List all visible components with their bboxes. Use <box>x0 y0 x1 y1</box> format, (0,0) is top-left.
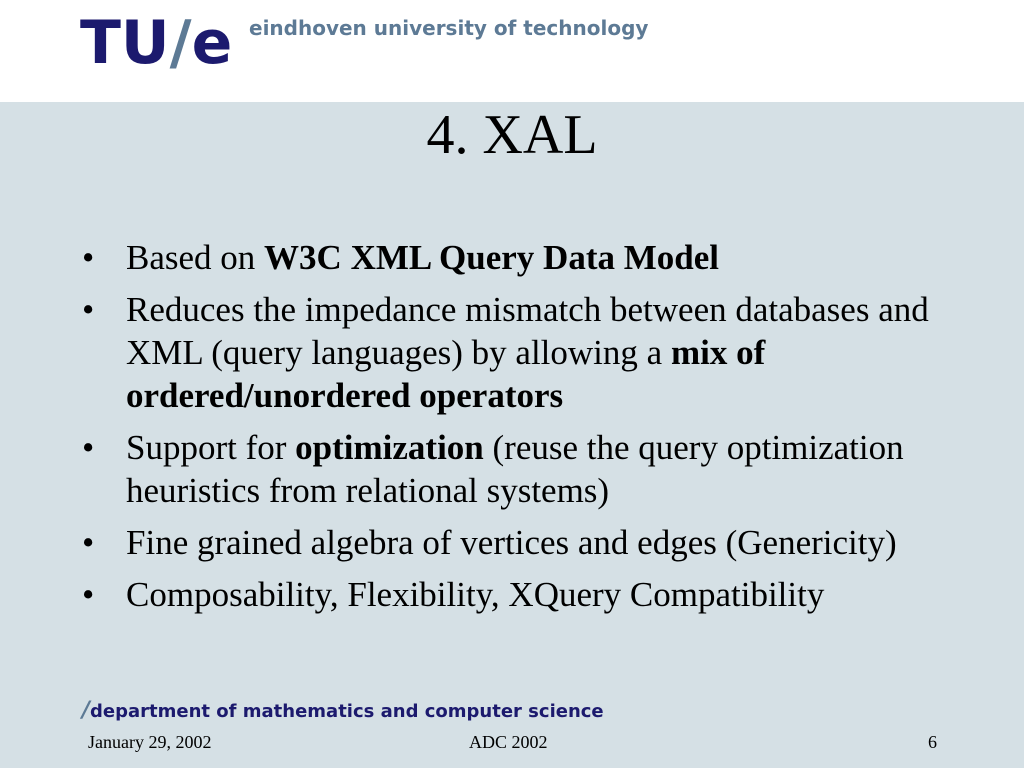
bullet-marker: • <box>82 523 95 562</box>
bullet-item: • Composability, Flexibility, XQuery Comp… <box>82 573 962 616</box>
tue-logo: TU/e <box>80 8 232 78</box>
bullet-text: Composability, Flexibility, XQuery Compa… <box>126 575 825 614</box>
bullet-text: Based on <box>126 238 265 277</box>
bullet-marker: • <box>82 238 95 277</box>
slide-content-area <box>0 102 1024 768</box>
department-slash: / <box>82 698 91 723</box>
department-name: department of mathematics and computer s… <box>90 701 604 722</box>
bullet-marker: • <box>82 290 95 329</box>
bullet-text: Reduces the impedance mismatch between d… <box>126 290 929 372</box>
bullet-text: Fine grained algebra of vertices and edg… <box>126 523 897 562</box>
bullet-item: • Based on W3C XML Query Data Model <box>82 236 962 279</box>
bullet-emphasis: W3C XML Query Data Model <box>264 238 719 277</box>
bullet-marker: • <box>82 575 95 614</box>
bullet-emphasis: optimization <box>295 428 484 467</box>
bullet-item: • Fine grained algebra of vertices and ed… <box>82 521 962 564</box>
slide-title: 4. XAL <box>426 104 598 166</box>
bullet-marker: • <box>82 428 95 467</box>
logo-tu: TU <box>80 8 170 78</box>
university-name: eindhoven university of technology <box>249 16 649 40</box>
bullet-list: • Based on W3C XML Query Data Model • Redu… <box>82 236 962 625</box>
footer-date: January 29, 2002 <box>88 732 212 752</box>
bullet-text: Support for <box>126 428 296 467</box>
bullet-text-tail: (reuse the query optimization heuristics… <box>126 428 904 510</box>
header-bar <box>0 0 1024 102</box>
footer-page-number: 6 <box>928 732 937 752</box>
bullet-emphasis: mix of ordered/unordered operators <box>126 333 766 415</box>
logo-e: e <box>191 8 233 78</box>
bullet-item: • Reduces the impedance mismatch between … <box>82 288 962 417</box>
footer-event: ADC 2002 <box>469 732 548 752</box>
bullet-item: • Support for optimization (reuse the que… <box>82 426 962 512</box>
department-label: /department of mathematics and computer … <box>82 698 604 723</box>
logo-slash: / <box>169 8 192 78</box>
